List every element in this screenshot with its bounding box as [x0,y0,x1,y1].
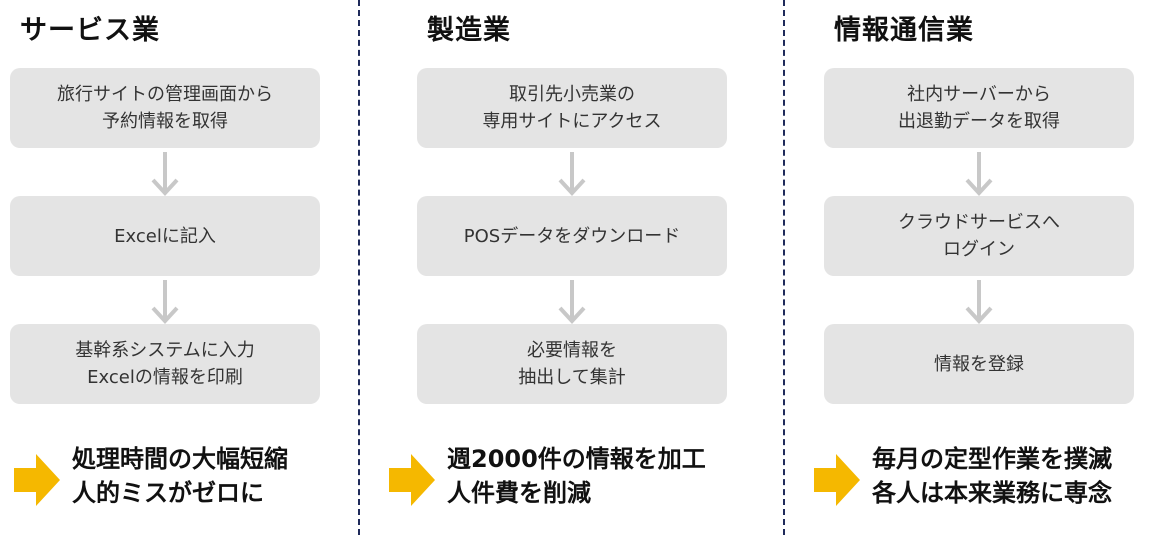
step-box: 取引先小売業の 専用サイトにアクセス [417,68,727,148]
step-box: 旅行サイトの管理画面から 予約情報を取得 [10,68,320,148]
step-box: 社内サーバーから 出退勤データを取得 [824,68,1134,148]
step-text: 情報を登録 [934,353,1024,375]
result-text: 毎月の定型作業を撲滅 各人は本来業務に専念 [872,445,1112,507]
step-box: POSデータをダウンロード [417,196,727,276]
step-text: 取引先小売業の 専用サイトにアクセス [482,84,662,132]
step-text: POSデータをダウンロード [463,225,681,247]
down-arrow-icon [558,152,586,196]
right-arrow-icon [814,454,860,506]
column-title: サービス業 [20,15,160,46]
column-divider [783,0,785,535]
down-arrow-icon [558,280,586,324]
down-arrow-icon [151,152,179,196]
column-title: 製造業 [427,15,511,46]
right-arrow-icon [389,454,435,506]
step-box: 情報を登録 [824,324,1134,404]
down-arrow-icon [151,280,179,324]
right-arrow-icon [14,454,60,506]
step-box: 必要情報を 抽出して集計 [417,324,727,404]
column-title: 情報通信業 [834,15,974,46]
step-box: クラウドサービスへ ログイン [824,196,1134,276]
result-block: 毎月の定型作業を撲滅 各人は本来業務に専念 [810,440,1140,520]
step-text: 基幹系システムに入力 Excelの情報を印刷 [75,340,255,388]
step-text: 旅行サイトの管理画面から 予約情報を取得 [57,84,273,132]
column-divider [358,0,360,535]
step-text: 必要情報を 抽出して集計 [518,340,626,388]
result-text: 週2000件の情報を加工 人件費を削減 [447,445,706,507]
column-service: サービス業 旅行サイトの管理画面から 予約情報を取得 Excelに記入 基幹系シ… [10,0,320,535]
column-manufacturing: 製造業 取引先小売業の 専用サイトにアクセス POSデータをダウンロード 必要情… [389,0,727,535]
column-it: 情報通信業 社内サーバーから 出退勤データを取得 クラウドサービスへ ログイン … [814,0,1134,535]
result-block: 処理時間の大幅短縮 人的ミスがゼロに [10,440,340,520]
step-text: クラウドサービスへ ログイン [898,212,1060,260]
down-arrow-icon [965,280,993,324]
step-text: Excelに記入 [114,225,216,247]
down-arrow-icon [965,152,993,196]
result-text: 処理時間の大幅短縮 人的ミスがゼロに [72,445,288,507]
result-block: 週2000件の情報を加工 人件費を削減 [385,440,715,520]
step-box: 基幹系システムに入力 Excelの情報を印刷 [10,324,320,404]
step-box: Excelに記入 [10,196,320,276]
step-text: 社内サーバーから 出退勤データを取得 [898,84,1060,132]
